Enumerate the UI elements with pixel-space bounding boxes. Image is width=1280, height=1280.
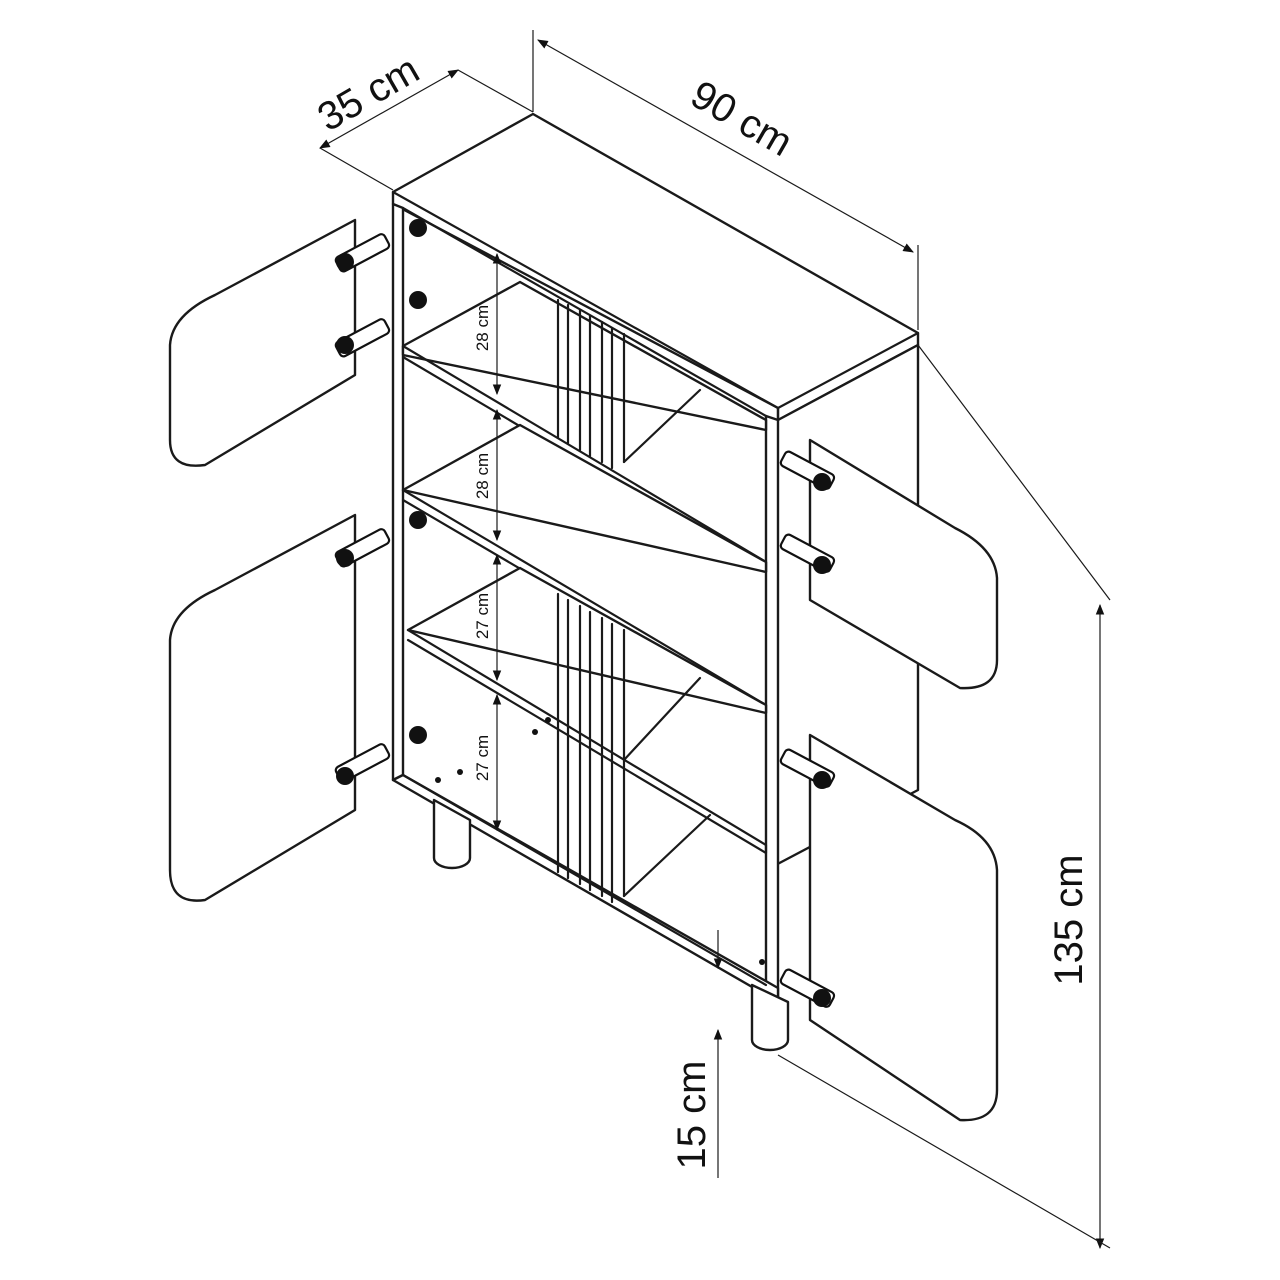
back-panel-edges: [401, 206, 768, 987]
hinge-icon: [779, 533, 836, 574]
fluted-back-lower: [556, 592, 626, 904]
shelf-3-front: [406, 628, 768, 855]
height-extension-lines: [777, 344, 1111, 1249]
hinges: [334, 219, 836, 1008]
width-dimension-line: [537, 39, 914, 253]
depth-label: 35 cm: [310, 47, 426, 140]
front-left-leg: [432, 798, 472, 870]
shelf-2: [401, 423, 768, 574]
back-inner-lines: [622, 388, 712, 898]
hinge-icon: [779, 748, 836, 789]
hinge-icon: [409, 219, 427, 744]
hinge-icon: [779, 450, 836, 491]
door-right-upper[interactable]: [808, 438, 999, 690]
hinge-icon: [334, 528, 391, 568]
hinge-icon: [334, 233, 391, 273]
hinge-icon: [334, 743, 391, 785]
right-front-edge: [764, 414, 780, 1004]
shelf-2-label: 28 cm: [473, 453, 492, 499]
door-left-upper[interactable]: [168, 218, 357, 467]
width-extension-lines: [532, 30, 919, 330]
shelf-1-label: 28 cm: [473, 305, 492, 351]
doors: [168, 218, 999, 1122]
door-right-lower[interactable]: [808, 733, 999, 1122]
depth-extension-lines: [319, 69, 534, 191]
mounting-holes: [435, 717, 765, 965]
hinge-icon: [779, 968, 836, 1008]
width-label: 90 cm: [683, 72, 799, 165]
door-left-lower[interactable]: [168, 513, 357, 902]
dimension-lines: [319, 30, 1111, 1250]
leg-height-label: 15 cm: [670, 1061, 714, 1170]
fluted-back-upper: [556, 298, 626, 470]
height-label: 135 cm: [1047, 854, 1091, 985]
hinge-icon: [334, 318, 391, 358]
shelf-4-label: 27 cm: [473, 735, 492, 781]
shelf-3: [406, 566, 768, 715]
depth-dimension-line: [319, 69, 459, 149]
front-right-leg: [750, 983, 790, 1052]
left-side-panel: [391, 202, 405, 782]
shelf-3-label: 27 cm: [473, 593, 492, 639]
bottom-panel: [391, 773, 780, 1004]
